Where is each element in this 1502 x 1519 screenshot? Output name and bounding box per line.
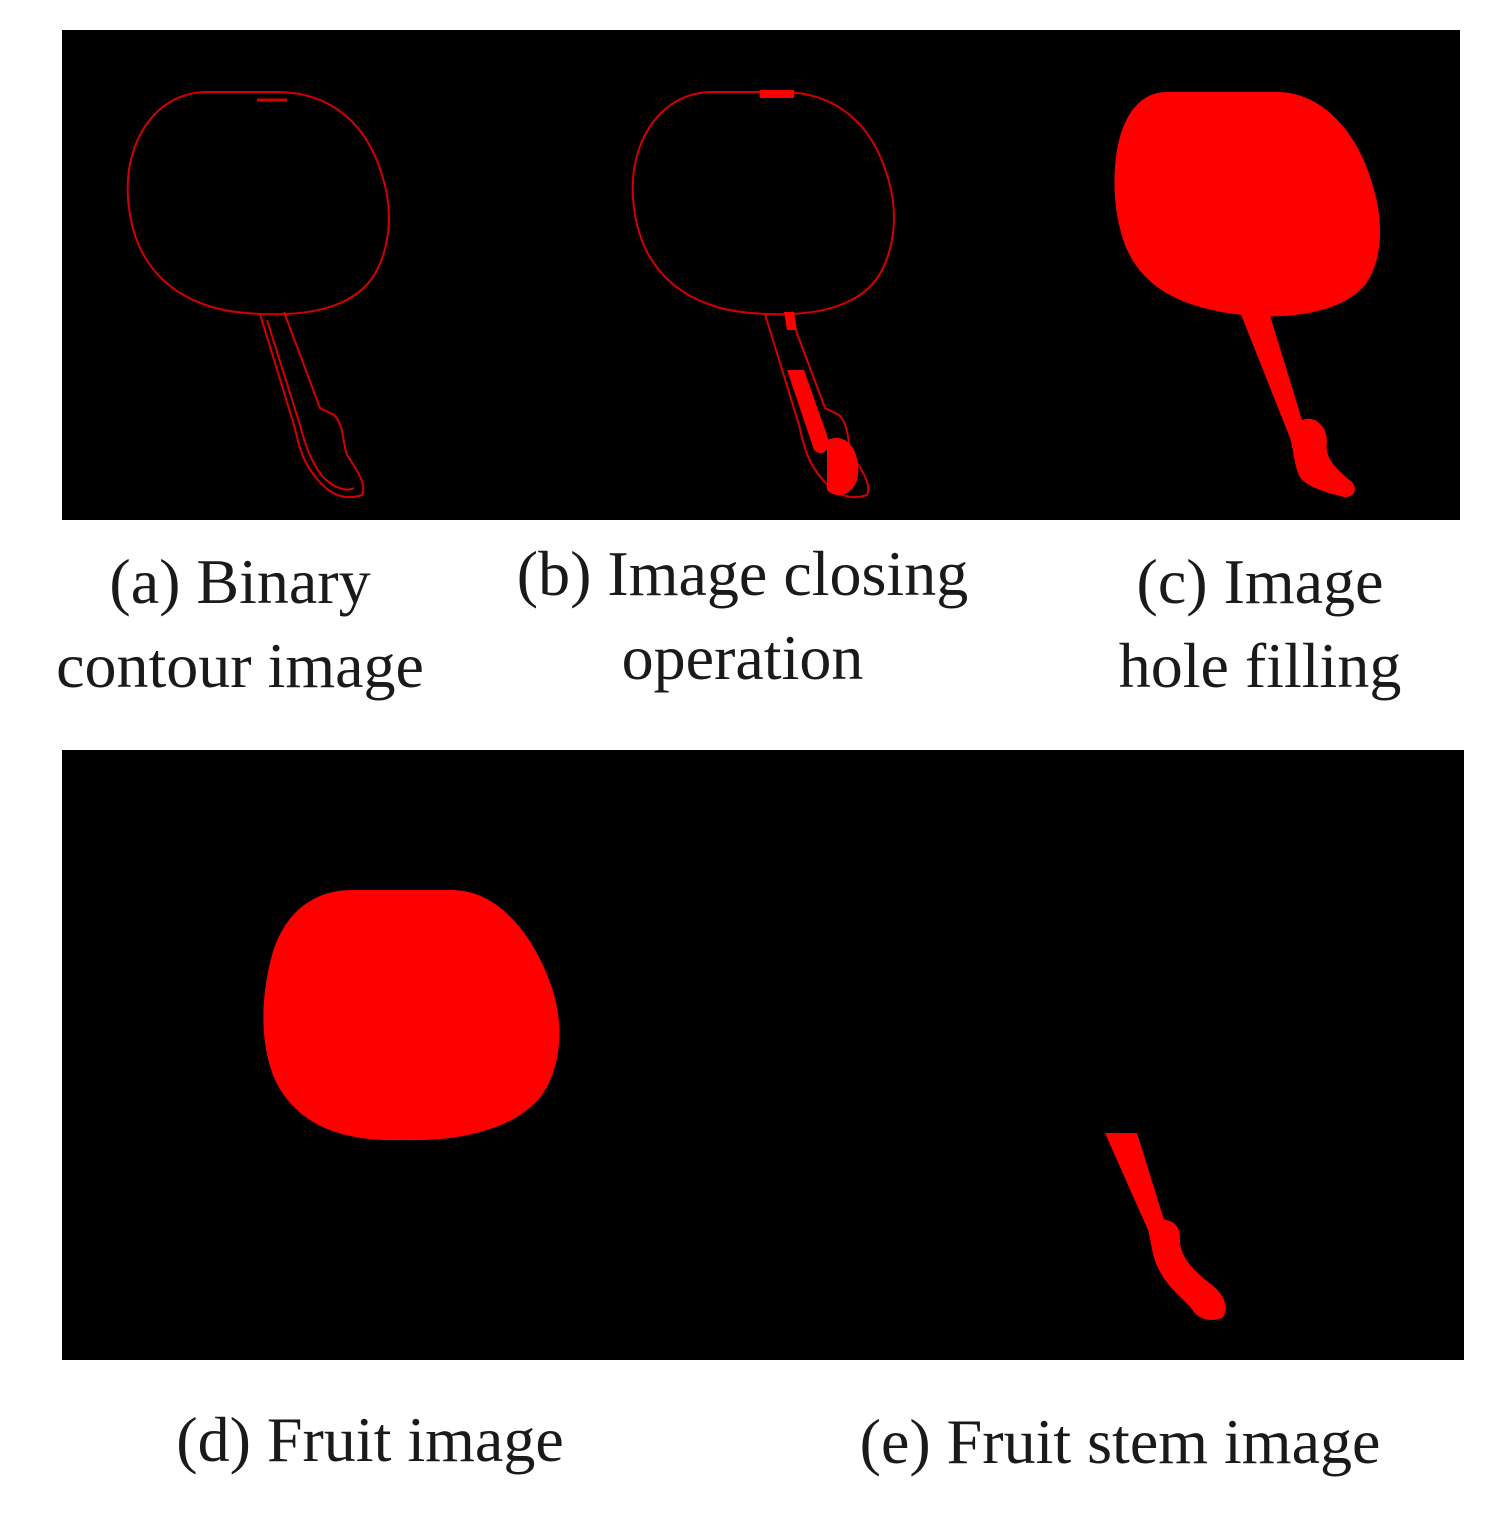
fruit-segment-drawing [263, 890, 560, 1141]
stem-contour-inner [266, 319, 355, 491]
stem-contour-outline [259, 311, 365, 499]
caption-b: (b) Image closing operation [470, 532, 1015, 700]
caption-b-line-1: (b) Image closing [516, 538, 969, 609]
caption-a-line-2: contour image [56, 630, 424, 701]
caption-c-line-1: (c) Image [1136, 546, 1384, 617]
caption-d-text: (d) Fruit image [176, 1404, 564, 1475]
bottom-panel-canvas [263, 890, 1226, 1320]
binary-contour-drawing [126, 91, 390, 499]
caption-d: (d) Fruit image [100, 1398, 640, 1482]
top-panel-canvas [126, 90, 1381, 499]
caption-e: (e) Fruit stem image [800, 1400, 1440, 1484]
caption-b-line-2: operation [621, 622, 864, 693]
bottom-image-panel [62, 750, 1464, 1360]
fruit-stem-segment-drawing [1105, 1133, 1226, 1320]
fruit-contour-outline [126, 91, 390, 316]
top-image-panel [62, 30, 1460, 520]
closing-operation-drawing [631, 90, 895, 499]
caption-c-line-2: hole filling [1118, 630, 1402, 701]
hole-filling-drawing [1114, 92, 1381, 498]
caption-a-line-1: (a) Binary [109, 546, 371, 617]
caption-c: (c) Image hole filling [1060, 540, 1460, 708]
caption-e-text: (e) Fruit stem image [859, 1406, 1381, 1477]
caption-a: (a) Binary contour image [20, 540, 460, 708]
